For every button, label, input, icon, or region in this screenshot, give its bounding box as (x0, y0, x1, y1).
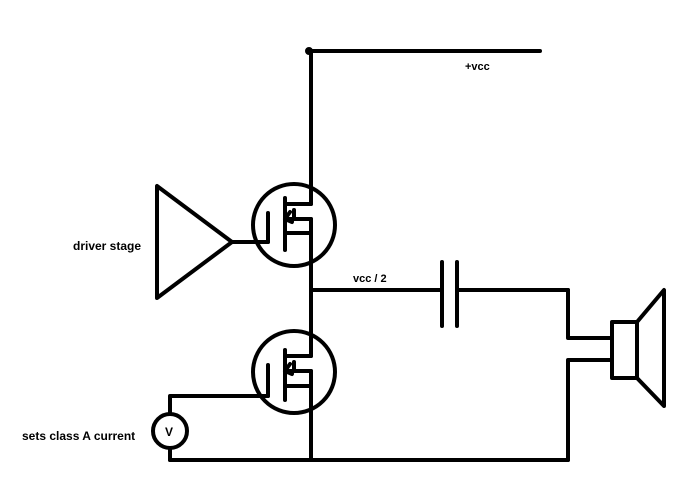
driver-stage-symbol (155, 184, 234, 300)
vcc-rail-label: +vcc (465, 61, 490, 73)
output-capacitor (440, 260, 459, 328)
vcc-junction (305, 47, 313, 55)
voltage-source-symbol: V (165, 425, 173, 439)
bottom-mosfet (251, 288, 337, 462)
bias-label: sets class A current (22, 429, 135, 443)
speaker-symbol (610, 288, 666, 408)
speaker-bottom-lead (566, 358, 614, 462)
driver-stage-label: driver stage (73, 239, 141, 253)
speaker-top-lead (566, 288, 614, 340)
top-mosfet (251, 182, 337, 292)
bias-gate-wire (168, 394, 270, 416)
midpoint-label: vcc / 2 (353, 273, 387, 285)
